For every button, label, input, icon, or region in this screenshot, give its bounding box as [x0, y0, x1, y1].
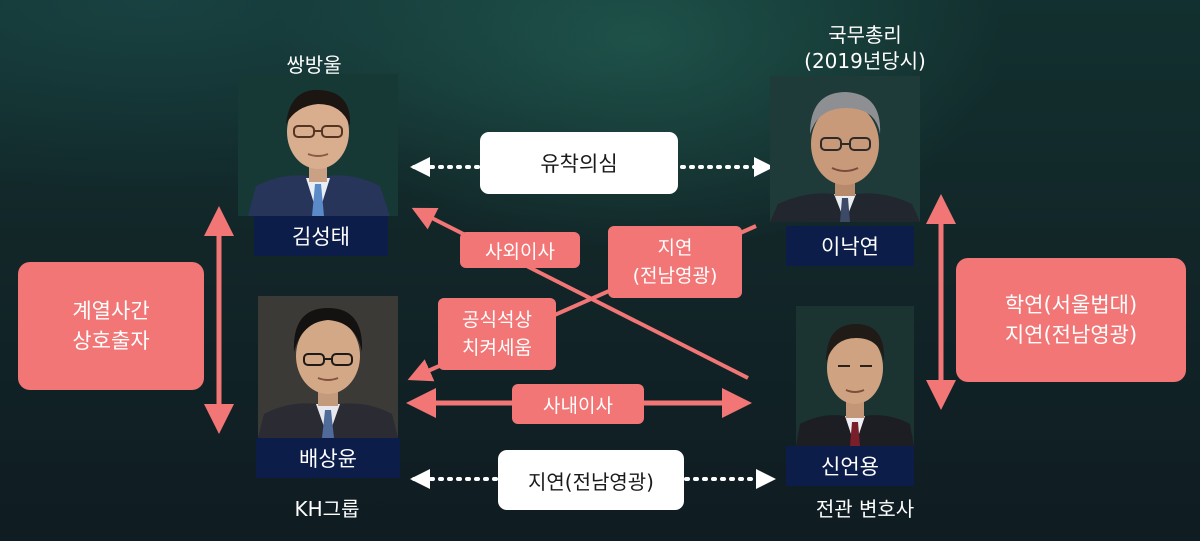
portrait-lee [770, 76, 920, 222]
right-box-line1: 학연(서울법대) [1004, 293, 1138, 317]
person-photo-kim [238, 74, 398, 216]
person-photo-shin [796, 306, 914, 446]
company-caption-bottom-left: KH그룹 [294, 497, 360, 521]
role-caption-bottom-right: 전관 변호사 [815, 497, 915, 521]
left-box-line2: 상호출자 [72, 329, 150, 353]
school-ties-line2: (전남영광) [632, 265, 718, 287]
name-bar-bae: 배상윤 [256, 438, 400, 478]
public-seat-line1: 공식석상 [462, 309, 532, 331]
public-seat-line2: 치켜세움 [462, 337, 532, 359]
company-caption-top-left: 쌍방울 [286, 53, 342, 77]
public-seat-label: 공식석상 치켜세움 [438, 298, 556, 370]
role-caption-line2: (2019년당시) [804, 49, 926, 73]
portrait-bae [258, 296, 398, 438]
right-box-line2: 지연(전남영광) [1004, 323, 1138, 347]
left-box-line1: 계열사간 [72, 299, 150, 323]
role-caption-line1: 국무총리 [828, 23, 902, 47]
outside-director-label: 사외이사 [460, 232, 580, 268]
left-relation-box: 계열사간 상호출자 [18, 262, 204, 390]
school-ties-label: 지연 (전남영광) [608, 226, 742, 298]
suspicion-label-box: 유착의심 [480, 132, 678, 194]
person-photo-bae [258, 296, 398, 438]
portrait-shin [796, 306, 914, 446]
portrait-kim [238, 74, 398, 216]
person-photo-lee [770, 76, 920, 222]
name-bar-shin: 신언용 [786, 446, 914, 486]
bottom-ties-label-box: 지연(전남영광) [498, 450, 684, 510]
name-bar-lee: 이낙연 [786, 226, 914, 266]
name-bar-kim: 김성태 [254, 216, 388, 256]
school-ties-line1: 지연 [657, 237, 693, 259]
inside-director-label: 사내이사 [512, 384, 644, 424]
right-relation-box: 학연(서울법대) 지연(전남영광) [956, 258, 1186, 382]
